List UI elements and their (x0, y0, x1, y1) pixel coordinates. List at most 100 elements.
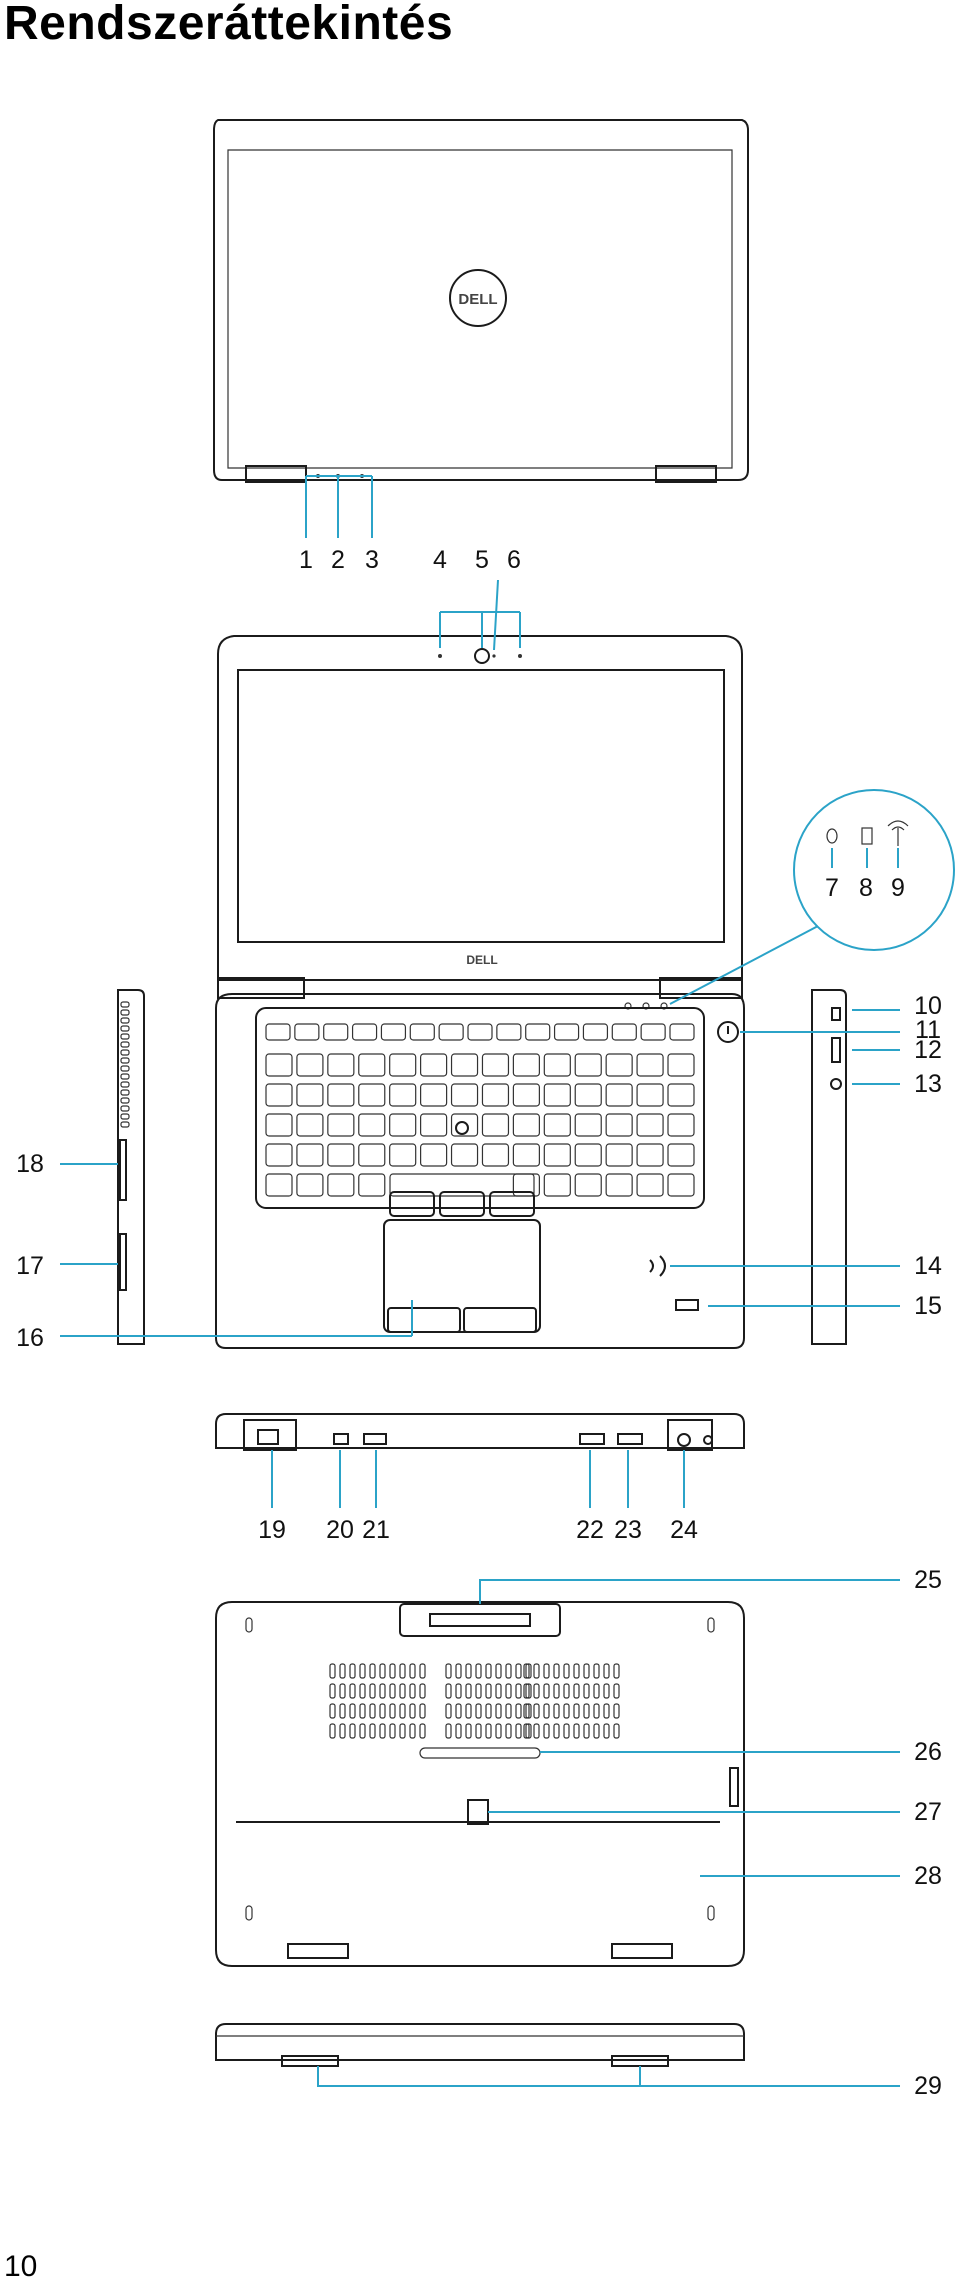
callout-number: 21 (362, 1516, 390, 1544)
key (636, 1113, 664, 1137)
open-laptop-front-view: DELL (60, 579, 955, 1349)
callout-number: 3 (365, 546, 379, 574)
rear-ports-view (215, 1413, 745, 1508)
callout-number: 4 (433, 546, 447, 574)
key (574, 1113, 602, 1137)
key (496, 1023, 522, 1041)
camera-icon (474, 648, 490, 664)
key (265, 1143, 293, 1167)
key (582, 1023, 609, 1041)
key (611, 1023, 637, 1041)
callout-number: 18 (16, 1150, 44, 1178)
callout-number: 13 (914, 1070, 942, 1098)
dell-logo-bezel: DELL (466, 953, 497, 967)
key (296, 1053, 324, 1077)
key (574, 1173, 602, 1197)
usb-port-rear-1 (363, 1433, 387, 1445)
key (636, 1053, 664, 1077)
key (553, 1023, 580, 1041)
key (327, 1083, 355, 1107)
key (265, 1053, 293, 1077)
key (450, 1113, 479, 1137)
keyboard (255, 1007, 705, 1209)
key (512, 1143, 540, 1167)
key (450, 1143, 479, 1167)
right-side-view (811, 989, 847, 1345)
key (667, 1173, 695, 1197)
callout-number: 1 (299, 546, 313, 574)
lid-back-view: DELL (213, 119, 749, 538)
touchpad (383, 1219, 541, 1333)
hdmi-port (579, 1433, 605, 1445)
dell-logo-text: DELL (458, 291, 497, 308)
key (389, 1053, 417, 1077)
key (296, 1173, 324, 1197)
key (512, 1083, 540, 1107)
wireless-icon (887, 820, 909, 846)
key (294, 1023, 320, 1041)
key (574, 1143, 602, 1167)
keyboard-keys (265, 1023, 695, 1197)
key (667, 1083, 695, 1107)
callout-number: 17 (16, 1252, 44, 1280)
key (358, 1083, 386, 1107)
callout-number: 12 (914, 1036, 942, 1064)
key (358, 1053, 386, 1077)
front-edge-view (215, 2023, 900, 2087)
callout-number: 14 (914, 1252, 942, 1280)
key (481, 1143, 510, 1167)
callout-number: 28 (914, 1862, 942, 1890)
key (543, 1083, 571, 1107)
callout-number: 23 (614, 1516, 642, 1544)
key (667, 1113, 695, 1137)
key (543, 1143, 571, 1167)
key (481, 1083, 510, 1107)
key (351, 1023, 378, 1041)
key (389, 1083, 417, 1107)
key (669, 1023, 695, 1041)
key (327, 1143, 355, 1167)
key (409, 1023, 435, 1041)
callout-number: 8 (859, 874, 873, 902)
key (543, 1113, 571, 1137)
key (543, 1173, 571, 1197)
key (420, 1053, 448, 1077)
key (265, 1113, 293, 1137)
key (420, 1083, 448, 1107)
key (481, 1053, 510, 1077)
key (605, 1173, 633, 1197)
key (450, 1083, 479, 1107)
left-side-view (117, 989, 145, 1345)
key (296, 1113, 324, 1137)
key (512, 1113, 540, 1137)
key (420, 1143, 448, 1167)
key (389, 1143, 417, 1167)
display-panel (237, 669, 725, 943)
battery-release-latch (467, 1799, 489, 1825)
key (667, 1053, 695, 1077)
callout-number: 6 (507, 546, 521, 574)
key (420, 1113, 448, 1137)
key (481, 1113, 510, 1137)
key (605, 1113, 633, 1137)
fingerprint-reader (675, 1299, 699, 1311)
key (389, 1113, 417, 1137)
nfc-icon (649, 1255, 666, 1277)
key (358, 1113, 386, 1137)
key (450, 1053, 479, 1077)
power-connector (677, 1433, 691, 1447)
key (574, 1053, 602, 1077)
key (265, 1173, 293, 1197)
callout-number: 10 (914, 992, 942, 1020)
callout-number: 20 (326, 1516, 354, 1544)
callout-number: 7 (825, 874, 839, 902)
usb-port-rear-2 (617, 1433, 643, 1445)
key (467, 1023, 493, 1041)
key (512, 1053, 540, 1077)
spacebar (389, 1173, 535, 1197)
callout-number: 24 (670, 1516, 698, 1544)
key (636, 1083, 664, 1107)
callout-number: 19 (258, 1516, 286, 1544)
key (525, 1023, 551, 1041)
key (327, 1173, 355, 1197)
